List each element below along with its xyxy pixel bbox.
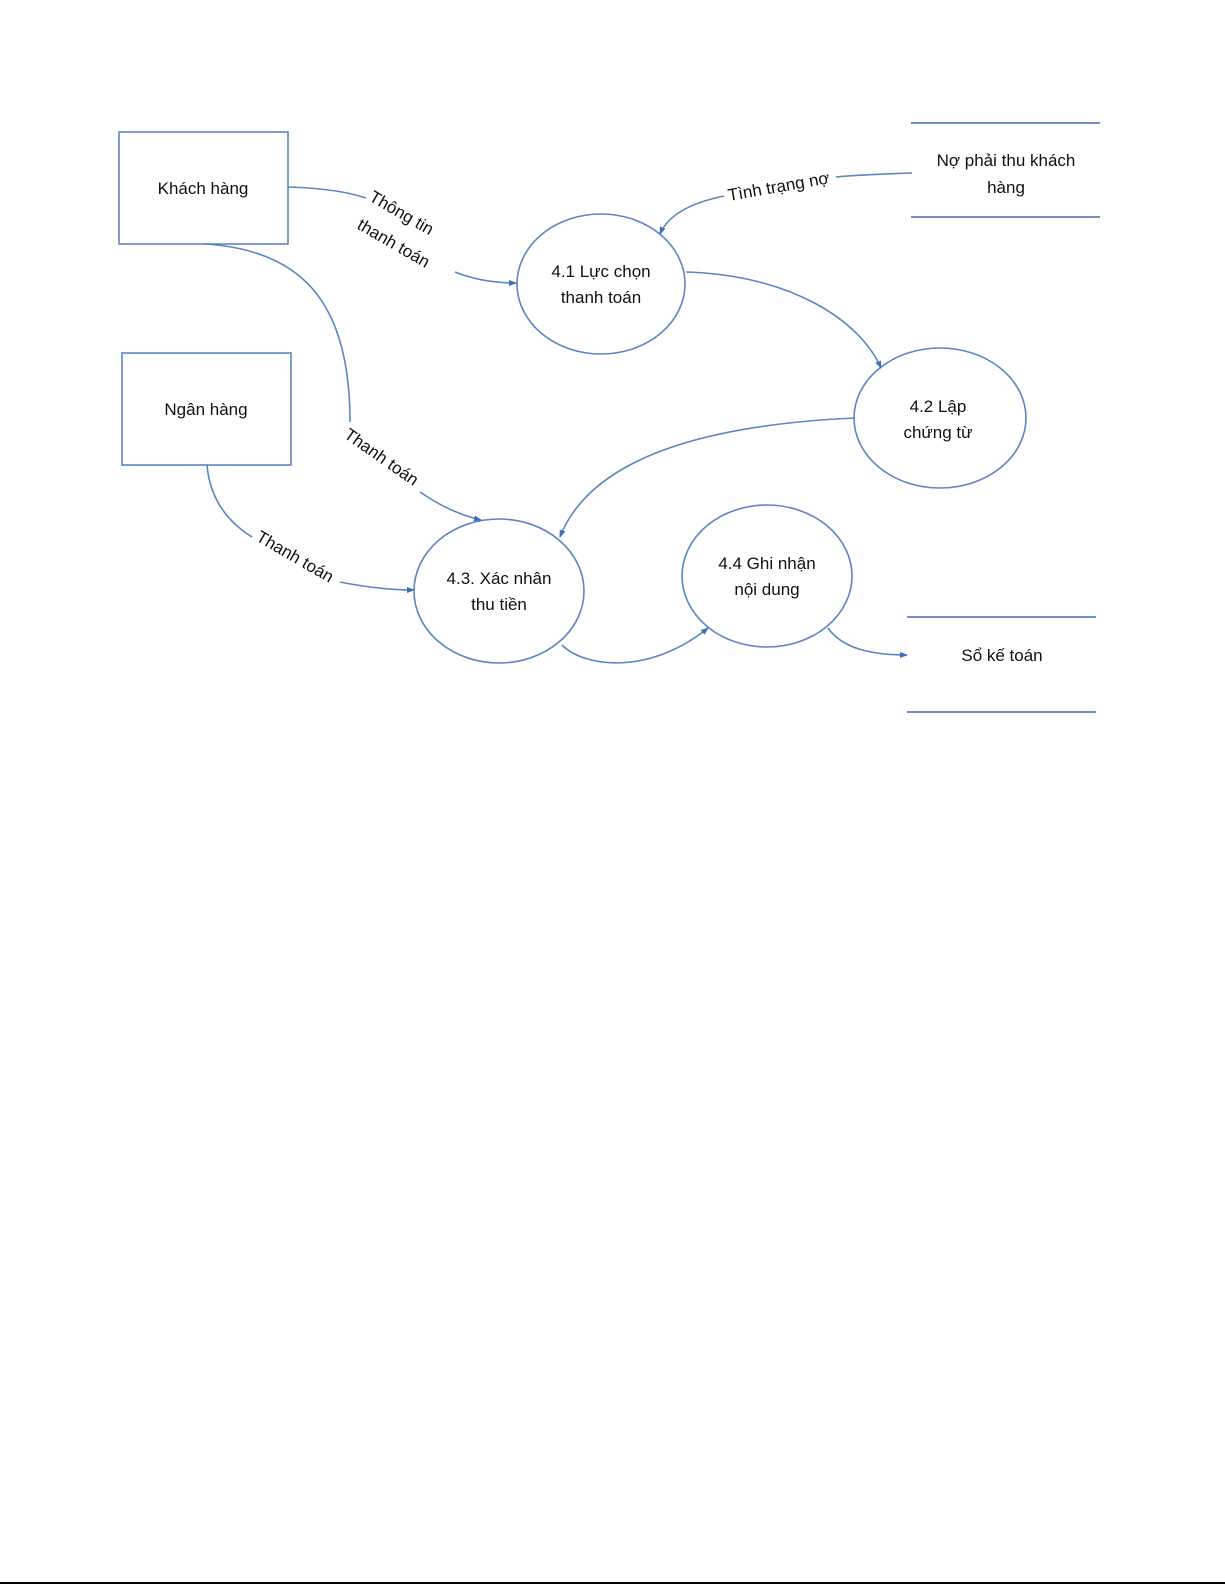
flow-4-4-to-ledger bbox=[827, 627, 908, 658]
flow-payment-info: Thông tin thanh toán bbox=[287, 186, 517, 286]
process-4-4: 4.4 Ghi nhận nội dung bbox=[681, 504, 853, 648]
store-ledger: Sổ kế toán bbox=[907, 616, 1096, 713]
store-ledger-label: Sổ kế toán bbox=[961, 646, 1042, 665]
entity-customer-label: Khách hàng bbox=[158, 179, 249, 198]
store-receivables: Nợ phải thu khách hàng bbox=[911, 122, 1100, 218]
page-bottom-rule bbox=[0, 1582, 1225, 1584]
process-4-3-label-1: 4.3. Xác nhân bbox=[447, 569, 552, 588]
entity-bank: Ngân hàng bbox=[121, 352, 292, 466]
process-4-2: 4.2 Lập chứng từ bbox=[853, 347, 1027, 489]
process-4-1-label-1: 4.1 Lực chọn bbox=[551, 262, 650, 281]
entity-bank-label: Ngân hàng bbox=[164, 400, 247, 419]
flow-debt-status: Tình trạng nợ bbox=[659, 168, 913, 235]
flow-bank-payment-label: Thanh toán bbox=[253, 527, 337, 586]
flow-4-3-to-4-4 bbox=[561, 627, 709, 664]
flow-4-2-to-4-3 bbox=[559, 417, 856, 538]
entity-customer: Khách hàng bbox=[118, 131, 289, 245]
process-4-2-label-2: chứng từ bbox=[903, 423, 972, 442]
flow-debt-status-label: Tình trạng nợ bbox=[726, 168, 831, 205]
process-4-2-label-1: 4.2 Lập bbox=[910, 397, 967, 416]
process-4-4-label-2: nội dung bbox=[734, 580, 799, 599]
process-4-1-label-2: thanh toán bbox=[561, 288, 641, 307]
store-receivables-label-2: hàng bbox=[987, 178, 1025, 197]
process-4-3-label-2: thu tiền bbox=[471, 595, 527, 614]
process-4-4-label-1: 4.4 Ghi nhận bbox=[718, 554, 815, 573]
process-4-3: 4.3. Xác nhân thu tiền bbox=[413, 518, 585, 664]
flow-customer-payment-label: Thanh toán bbox=[341, 425, 422, 490]
flow-4-1-to-4-2 bbox=[685, 271, 882, 369]
flow-bank-payment: Thanh toán bbox=[206, 464, 415, 593]
process-4-1: 4.1 Lực chọn thanh toán bbox=[516, 213, 686, 355]
store-receivables-label-1: Nợ phải thu khách bbox=[937, 151, 1076, 170]
